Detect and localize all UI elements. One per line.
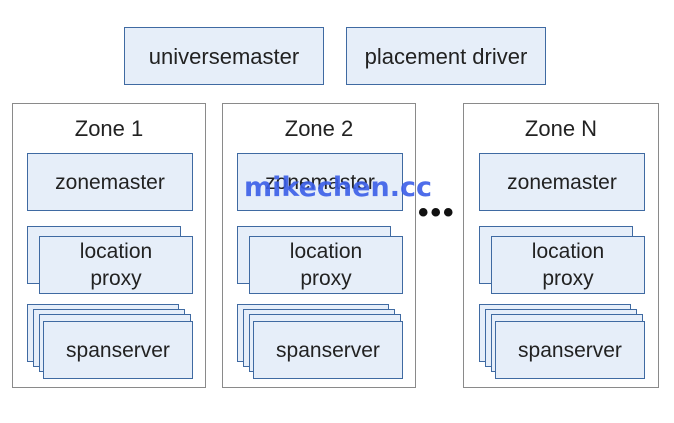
placement-driver-box: placement driver — [346, 27, 546, 85]
zone-1-zonemaster-label: zonemaster — [55, 170, 165, 194]
zone-n-title: Zone N — [524, 116, 598, 141]
zone-2-zonemaster: zonemaster — [237, 153, 403, 211]
zone-n-location-proxy-label: location proxy — [531, 240, 605, 290]
zone-n-spanserver: spanserver — [495, 321, 645, 379]
zone-2-spanserver: spanserver — [253, 321, 403, 379]
zone-1-zonemaster: zonemaster — [27, 153, 193, 211]
zone-2-zonemaster-label: zonemaster — [265, 170, 375, 194]
zone-2-title: Zone 2 — [284, 116, 354, 141]
zone-1-spanserver-label: spanserver — [66, 338, 170, 362]
zone-n-zonemaster-label: zonemaster — [507, 170, 617, 194]
zone-1-location-proxy: location proxy — [39, 236, 193, 294]
ellipsis: ••• — [418, 196, 456, 229]
zone-n: Zone N zonemaster location proxy spanser… — [463, 103, 659, 388]
zone-n-zonemaster: zonemaster — [479, 153, 645, 211]
placement-driver-label: placement driver — [364, 43, 528, 69]
zone-n-location-proxy: location proxy — [491, 236, 645, 294]
zone-2-spanserver-label: spanserver — [276, 338, 380, 362]
zone-1-title: Zone 1 — [74, 116, 144, 141]
zone-1-spanserver: spanserver — [43, 321, 193, 379]
zone-2-location-proxy: location proxy — [249, 236, 403, 294]
zone-1-location-proxy-label: location proxy — [79, 240, 153, 290]
zone-n-spanserver-label: spanserver — [518, 338, 622, 362]
universemaster-label: universemaster — [148, 43, 300, 69]
universemaster-box: universemaster — [124, 27, 324, 85]
watermark: mikechen.cc — [244, 172, 432, 203]
zone-2: Zone 2 zonemaster location proxy spanser… — [222, 103, 416, 388]
zone-2-location-proxy-label: location proxy — [289, 240, 363, 290]
zone-1: Zone 1 zonemaster location proxy spanser… — [12, 103, 206, 388]
